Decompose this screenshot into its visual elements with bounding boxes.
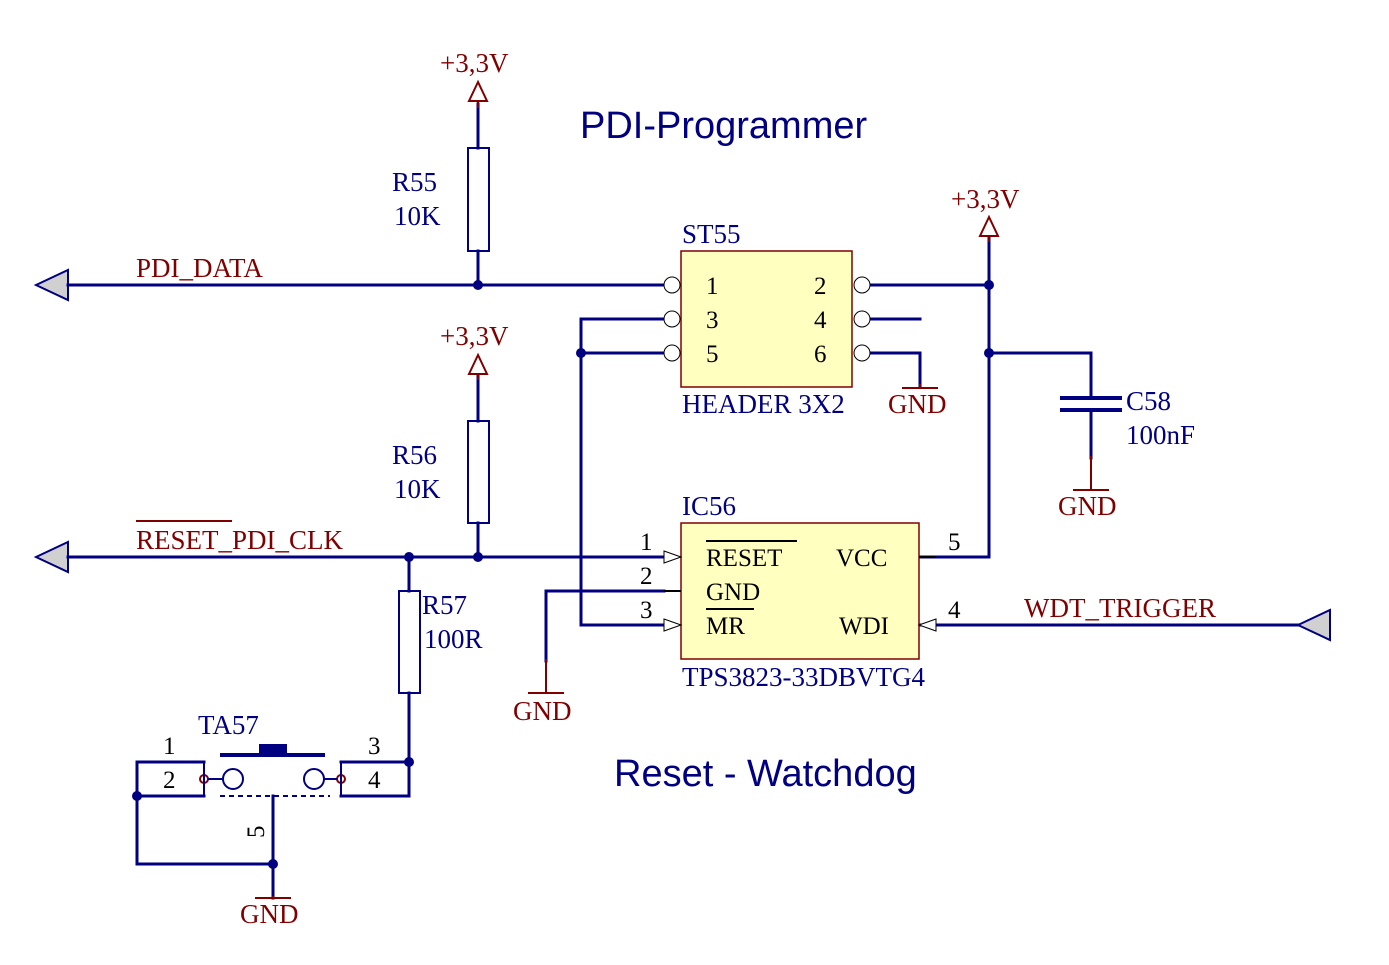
- port-wdt-trigger: [1295, 608, 1331, 642]
- gnd-symbol-header: GND: [888, 384, 947, 419]
- ic56-pin-vcc-name: VCC: [836, 545, 887, 572]
- resistor-r55: R55 10K: [392, 147, 490, 252]
- st55-pin-6: 6: [814, 341, 827, 368]
- vcc-label: +3,3V: [440, 321, 509, 351]
- ic-ic56: IC56 TPS3823-33DBVTG4 RESET GND MR VCC W…: [640, 491, 961, 692]
- title-pdi-programmer: PDI-Programmer: [580, 105, 867, 147]
- ic56-pin-reset-name: RESET: [706, 545, 782, 572]
- vcc-label: +3,3V: [440, 48, 509, 78]
- r57-ref: R57: [422, 590, 467, 620]
- ta57-pin-1: 1: [163, 733, 176, 760]
- st55-value: HEADER 3X2: [682, 389, 845, 419]
- ta57-pin-4: 4: [368, 767, 381, 794]
- gnd-label: GND: [1058, 491, 1117, 521]
- vcc-label: +3,3V: [951, 184, 1020, 214]
- vcc-symbol-header: +3,3V: [951, 184, 1020, 242]
- c58-value: 100nF: [1126, 420, 1195, 450]
- ta57-pin-3: 3: [368, 733, 381, 760]
- st55-body: [680, 250, 853, 388]
- ic56-pin-2: 2: [640, 563, 653, 590]
- gnd-label: GND: [240, 899, 299, 929]
- gnd-symbol-ic56: GND: [513, 659, 572, 726]
- st55-pin-4: 4: [814, 307, 827, 334]
- r56-ref: R56: [392, 440, 437, 470]
- c58-ref: C58: [1126, 386, 1171, 416]
- net-label-wdt-trigger: WDT_TRIGGER: [1024, 593, 1216, 623]
- ic56-value: TPS3823-33DBVTG4: [682, 662, 926, 692]
- net-label-pdi-data: PDI_DATA: [136, 253, 263, 283]
- r57-value: 100R: [424, 624, 483, 654]
- ic56-pin-4: 4: [948, 597, 961, 624]
- ic56-pin-mr-name: MR: [706, 613, 745, 640]
- st55-pin-1: 1: [706, 273, 719, 300]
- st55-ref: ST55: [682, 219, 741, 249]
- r55-value: 10K: [394, 201, 441, 231]
- header-st55: ST55 HEADER 3X2 1 2 3 4 5 6: [663, 219, 871, 419]
- ic56-pin-5: 5: [948, 529, 961, 556]
- ta57-pin-2: 2: [163, 767, 176, 794]
- ic56-body: [680, 522, 920, 660]
- r56-value: 10K: [394, 474, 441, 504]
- port-pdi-data: [33, 268, 69, 302]
- ic56-pin-gnd-name: GND: [706, 579, 760, 606]
- resistor-r56: R56 10K: [392, 420, 490, 524]
- ic56-pin-3: 3: [640, 597, 653, 624]
- gnd-symbol-ta57: GND: [240, 896, 299, 929]
- st55-pin-3: 3: [706, 307, 719, 334]
- ic56-ref: IC56: [682, 491, 736, 521]
- ta57-ref: TA57: [198, 710, 259, 740]
- gnd-symbol-c58: GND: [1058, 456, 1117, 521]
- capacitor-c58: C58 100nF: [1060, 386, 1195, 450]
- ic56-pin-wdi-name: WDI: [839, 613, 889, 640]
- gnd-label: GND: [513, 696, 572, 726]
- port-reset-pdi-clk: [33, 540, 69, 574]
- r55-ref: R55: [392, 167, 437, 197]
- resistor-r57: R57 100R: [398, 590, 483, 694]
- st55-pin-5: 5: [706, 341, 719, 368]
- title-reset-watchdog: Reset - Watchdog: [614, 753, 917, 795]
- net-label-reset-pdi-clk: RESET_PDI_CLK: [136, 525, 344, 555]
- st55-pin-2: 2: [814, 273, 827, 300]
- ic56-pin-1: 1: [640, 529, 653, 556]
- wires: [66, 102, 1300, 900]
- ta57-pin-5: 5: [243, 826, 270, 839]
- vcc-symbol-r55: +3,3V: [440, 48, 509, 108]
- vcc-symbol-r56: +3,3V: [440, 321, 509, 380]
- pushbutton-ta57: TA57 1 2 3 4 5: [136, 710, 410, 839]
- gnd-label: GND: [888, 389, 947, 419]
